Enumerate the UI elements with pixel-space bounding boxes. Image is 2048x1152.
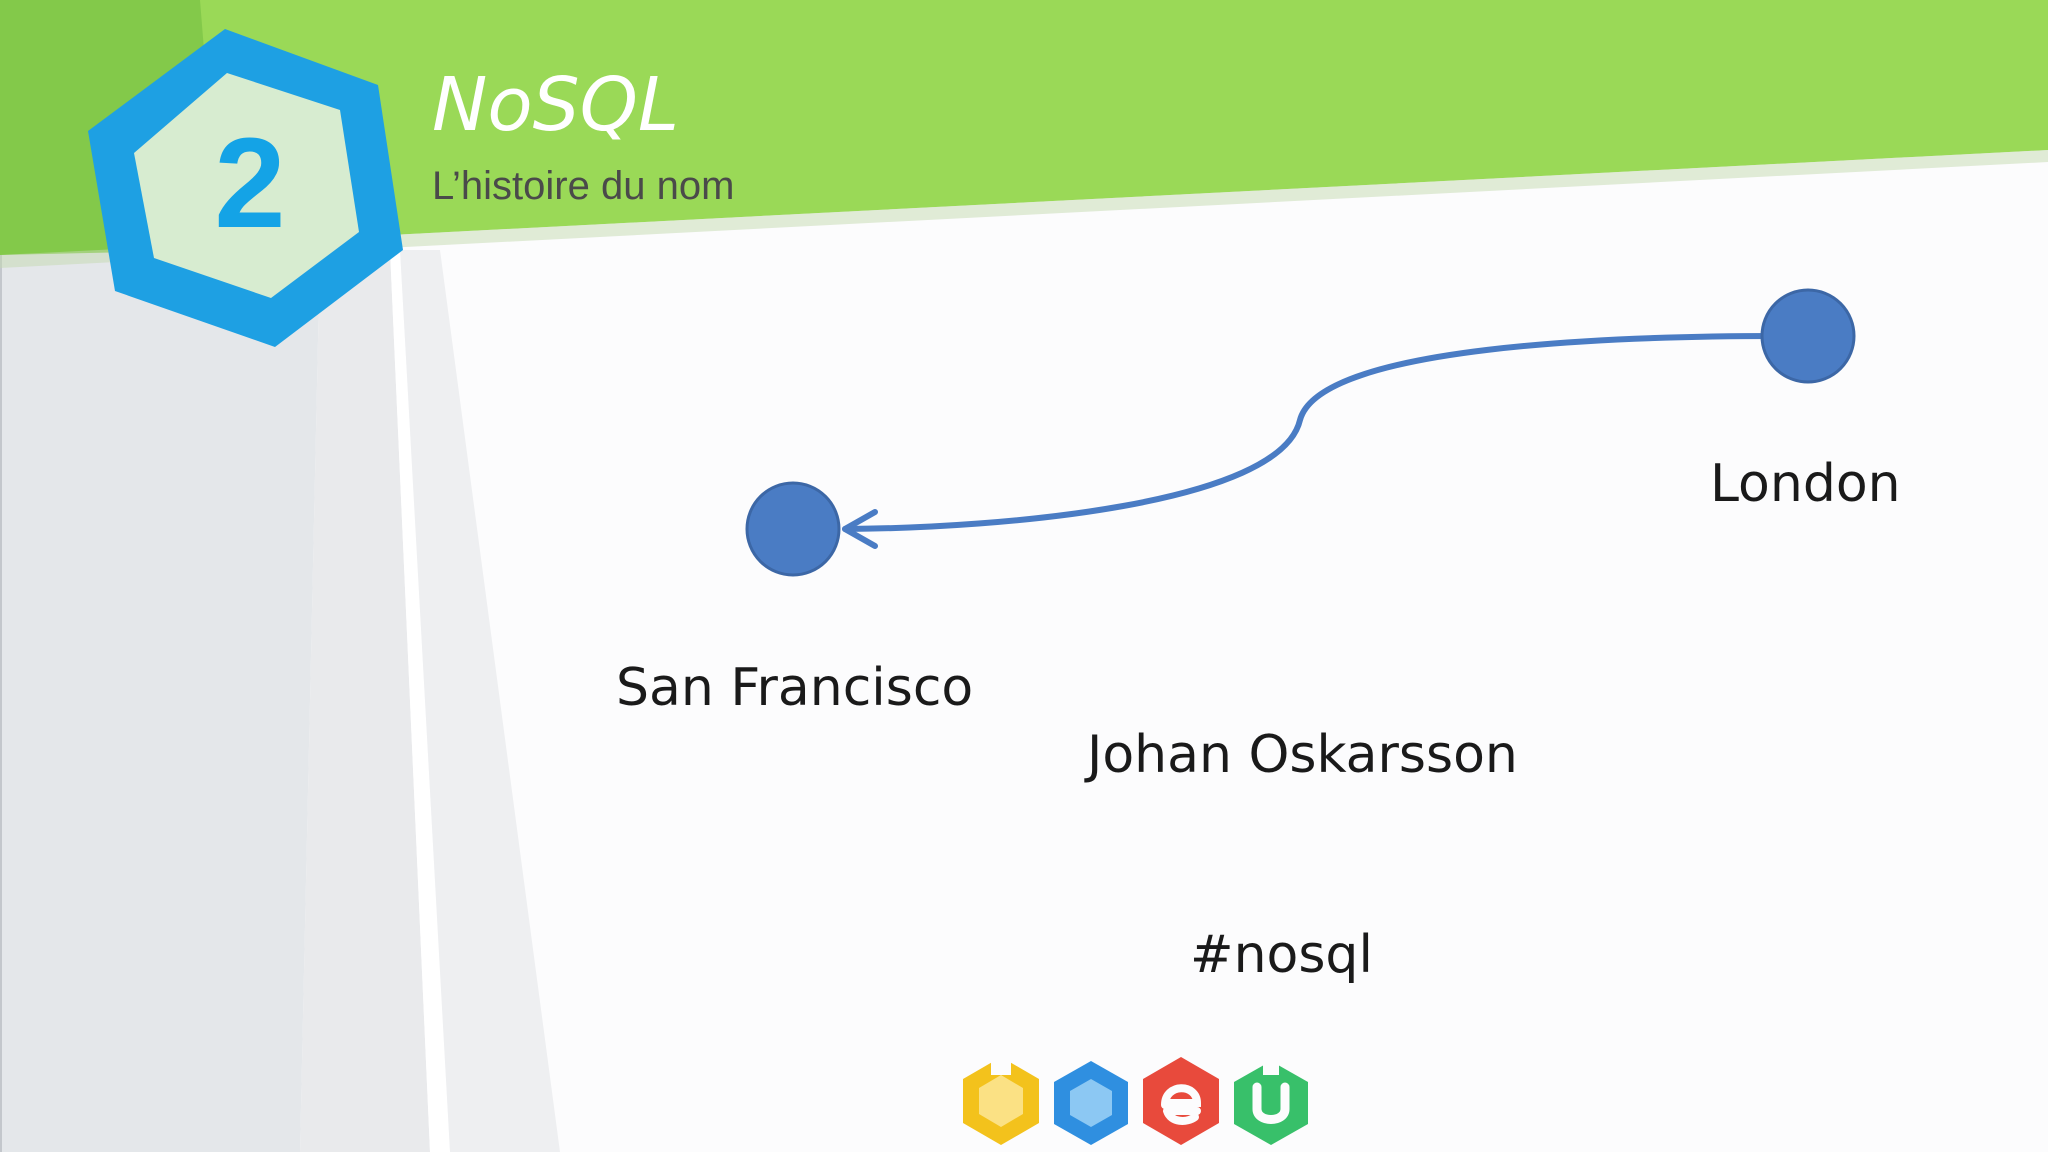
- person-name: Johan Oskarsson: [1087, 725, 1518, 785]
- slide-number: 2: [214, 112, 286, 255]
- left-gray-panel: [0, 250, 320, 1152]
- arrowhead: [842, 509, 878, 549]
- green-u-hexagon-icon: [1234, 1055, 1308, 1145]
- left-gray-stripe: [300, 250, 430, 1152]
- node-label-san-francisco: San Francisco: [616, 658, 974, 718]
- slide-subtitle: L’histoire du nom: [432, 164, 735, 208]
- yellow-hexagon-icon: [963, 1051, 1039, 1145]
- red-e-hexagon-icon: [1143, 1057, 1219, 1145]
- blue-hexagon-icon: [1054, 1061, 1128, 1145]
- header-band: [0, 0, 2048, 255]
- hexagon-badge: [88, 29, 403, 347]
- hashtag-label: #nosql: [1190, 925, 1373, 985]
- left-white-stripe: [390, 250, 450, 1152]
- slide-title: NoSQL: [432, 62, 680, 148]
- header-shadow: [0, 150, 2048, 268]
- node-london: [1760, 288, 1856, 384]
- node-label-london: London: [1710, 454, 1901, 514]
- edge-london-to-sf: [842, 333, 1783, 532]
- node-san-francisco: [745, 481, 841, 577]
- left-light-stripe: [400, 250, 560, 1152]
